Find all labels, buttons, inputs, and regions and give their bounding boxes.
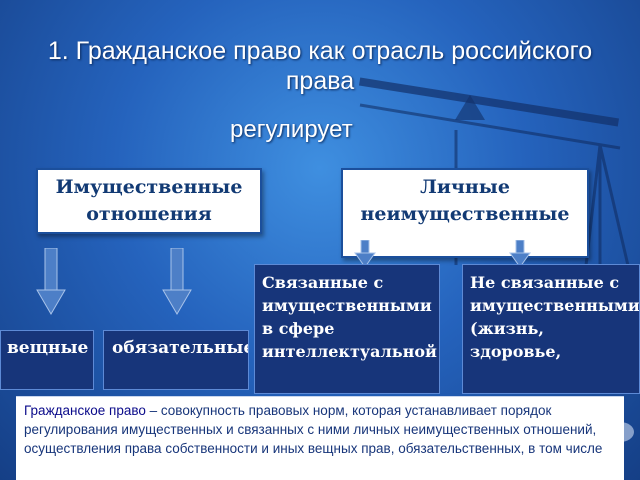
- unrelated-property-box: Не связанные с имущественными (жизнь, зд…: [462, 264, 640, 394]
- personal-nonproperty-box: Личные неимущественные: [341, 168, 589, 258]
- definition-box: Гражданское право – совокупность правовы…: [16, 396, 624, 480]
- arrow-down-icon: [162, 248, 192, 315]
- slide-title: 1. Гражданское право как отрасль российс…: [47, 37, 593, 95]
- arrow-down-icon: [354, 240, 376, 268]
- definition-term: Гражданское право: [24, 403, 146, 418]
- property-relations-box: Имущественные отношения: [36, 168, 262, 234]
- real-rights-box: вещные: [0, 330, 94, 390]
- definition-text: – совокупность правовых норм, которая ус…: [24, 403, 603, 456]
- slide-subtitle: регулирует: [230, 116, 353, 143]
- related-property-box: Связанные с имущественными в сфере интел…: [254, 264, 440, 394]
- obligations-box: обязательные: [103, 330, 249, 390]
- arrow-down-icon: [509, 240, 531, 268]
- arrow-down-icon: [36, 248, 66, 315]
